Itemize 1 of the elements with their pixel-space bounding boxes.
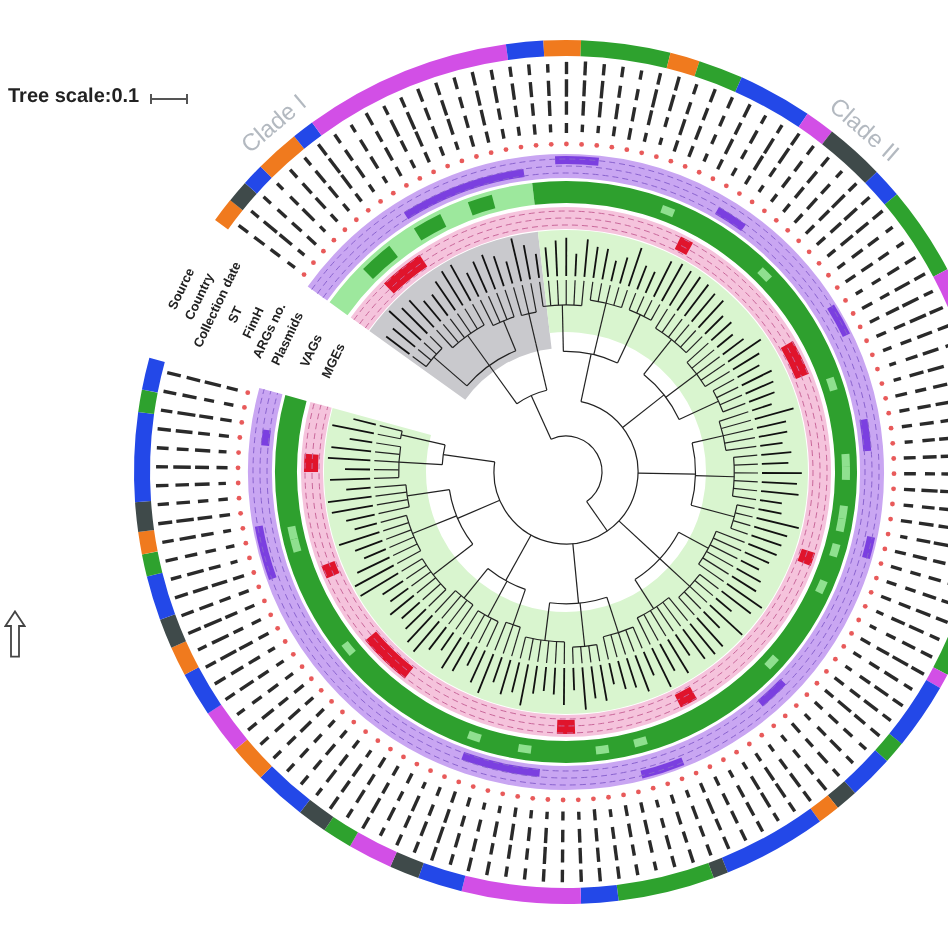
scale-label: Tree scale:0.1 [8,88,140,109]
